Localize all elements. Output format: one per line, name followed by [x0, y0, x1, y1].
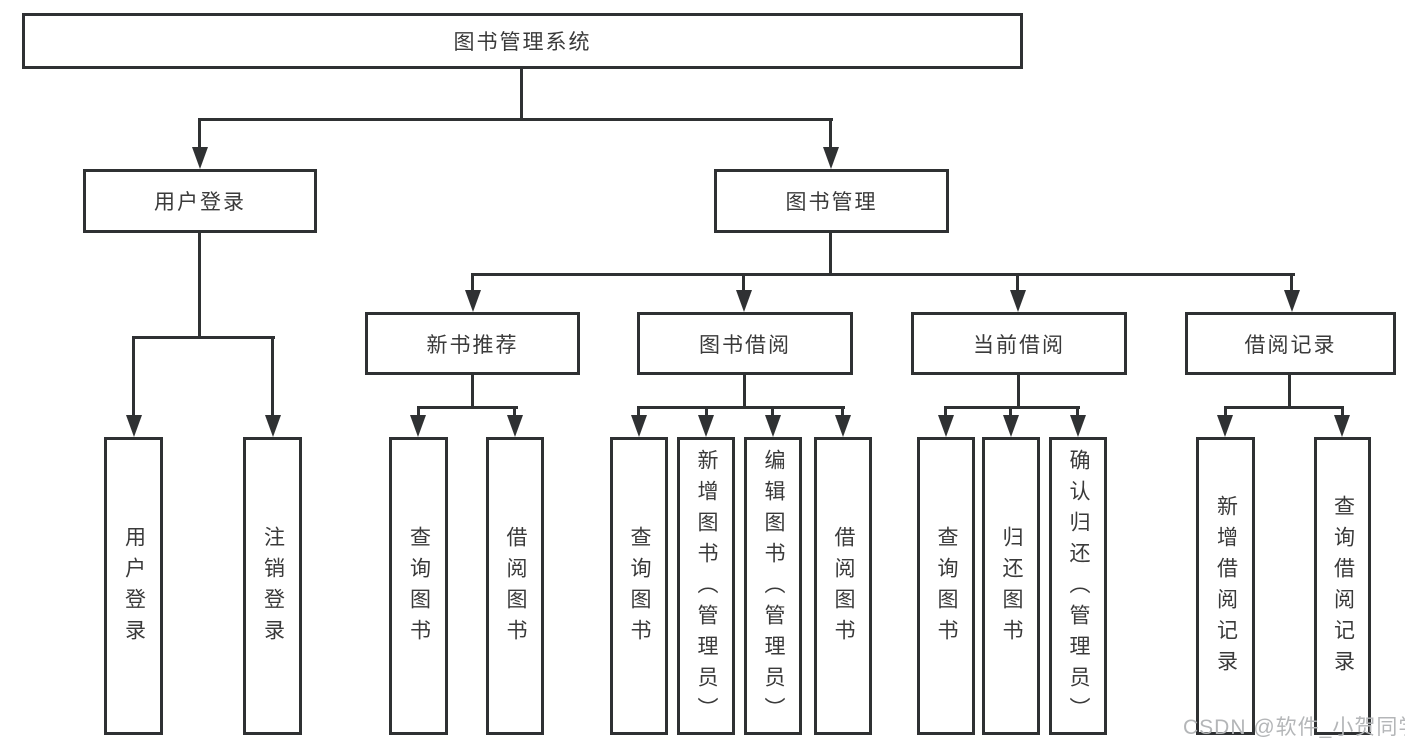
connector-line [1017, 375, 1020, 406]
arrow-down-icon [126, 415, 142, 437]
arrow-down-icon [631, 415, 647, 437]
arrow-down-icon [465, 290, 481, 312]
node-borrow-records: 借阅记录 [1185, 312, 1396, 375]
connector-line [471, 273, 474, 290]
connector-line [417, 406, 518, 409]
arrow-down-icon [507, 415, 523, 437]
connector-line [417, 406, 420, 415]
connector-line [771, 406, 774, 415]
connector-line [513, 406, 516, 415]
leaf-current-return-books: 归还图书 [982, 437, 1040, 735]
connector-line [198, 118, 201, 148]
arrow-down-icon [835, 415, 851, 437]
csdn-watermark: CSDN @软件_小贺同学 [1183, 716, 1405, 739]
connector-line [743, 375, 746, 406]
leaf-borrow-borrow-books: 借阅图书 [814, 437, 872, 735]
connector-line [829, 233, 832, 273]
arrow-down-icon [1334, 415, 1350, 437]
leaf-records-add-record: 新增借阅记录 [1196, 437, 1255, 735]
connector-line [1288, 375, 1291, 406]
leaf-borrow-add-books-admin: 新增图书（管理员） [677, 437, 735, 735]
leaf-current-query-books: 查询图书 [917, 437, 975, 735]
arrow-down-icon [698, 415, 714, 437]
arrow-down-icon [192, 147, 208, 169]
arrow-down-icon [265, 415, 281, 437]
arrow-down-icon [1010, 290, 1026, 312]
node-new-book-recommend: 新书推荐 [365, 312, 580, 375]
connector-line [829, 118, 832, 148]
node-book-management: 图书管理 [714, 169, 949, 233]
arrow-down-icon [765, 415, 781, 437]
connector-line [520, 69, 523, 118]
arrow-down-icon [1284, 290, 1300, 312]
arrow-down-icon [938, 415, 954, 437]
connector-line [132, 336, 275, 339]
leaf-newbook-query-books: 查询图书 [389, 437, 448, 735]
connector-line [1341, 406, 1344, 415]
connector-line [841, 406, 844, 415]
leaf-borrow-edit-books-admin: 编辑图书（管理员） [744, 437, 802, 735]
leaf-logout: 注销登录 [243, 437, 302, 735]
leaf-records-query-record: 查询借阅记录 [1314, 437, 1371, 735]
connector-line [198, 233, 201, 336]
node-current-borrow: 当前借阅 [911, 312, 1127, 375]
node-root: 图书管理系统 [22, 13, 1023, 69]
connector-line [1076, 406, 1079, 415]
arrow-down-icon [410, 415, 426, 437]
connector-line [637, 406, 640, 415]
connector-line [705, 406, 708, 415]
connector-line [945, 406, 1080, 409]
connector-line [471, 375, 474, 406]
connector-line [944, 406, 947, 415]
connector-line [1290, 273, 1293, 290]
arrow-down-icon [736, 290, 752, 312]
connector-line [198, 118, 833, 121]
connector-line [1224, 406, 1344, 409]
leaf-current-confirm-return-admin: 确认归还（管理员） [1049, 437, 1107, 735]
connector-line [471, 273, 1295, 276]
leaf-borrow-query-books: 查询图书 [610, 437, 668, 735]
arrow-down-icon [1217, 415, 1233, 437]
leaf-user-login: 用户登录 [104, 437, 163, 735]
arrow-down-icon [1070, 415, 1086, 437]
arrow-down-icon [1003, 415, 1019, 437]
arrow-down-icon [823, 147, 839, 169]
connector-line [1016, 273, 1019, 290]
connector-line [742, 273, 745, 290]
connector-line [1224, 406, 1227, 415]
node-user-login: 用户登录 [83, 169, 317, 233]
leaf-newbook-borrow-books: 借阅图书 [486, 437, 544, 735]
connector-line [132, 336, 135, 415]
connector-line [1009, 406, 1012, 415]
node-book-borrow: 图书借阅 [637, 312, 853, 375]
connector-line [271, 336, 274, 415]
connector-line [638, 406, 845, 409]
